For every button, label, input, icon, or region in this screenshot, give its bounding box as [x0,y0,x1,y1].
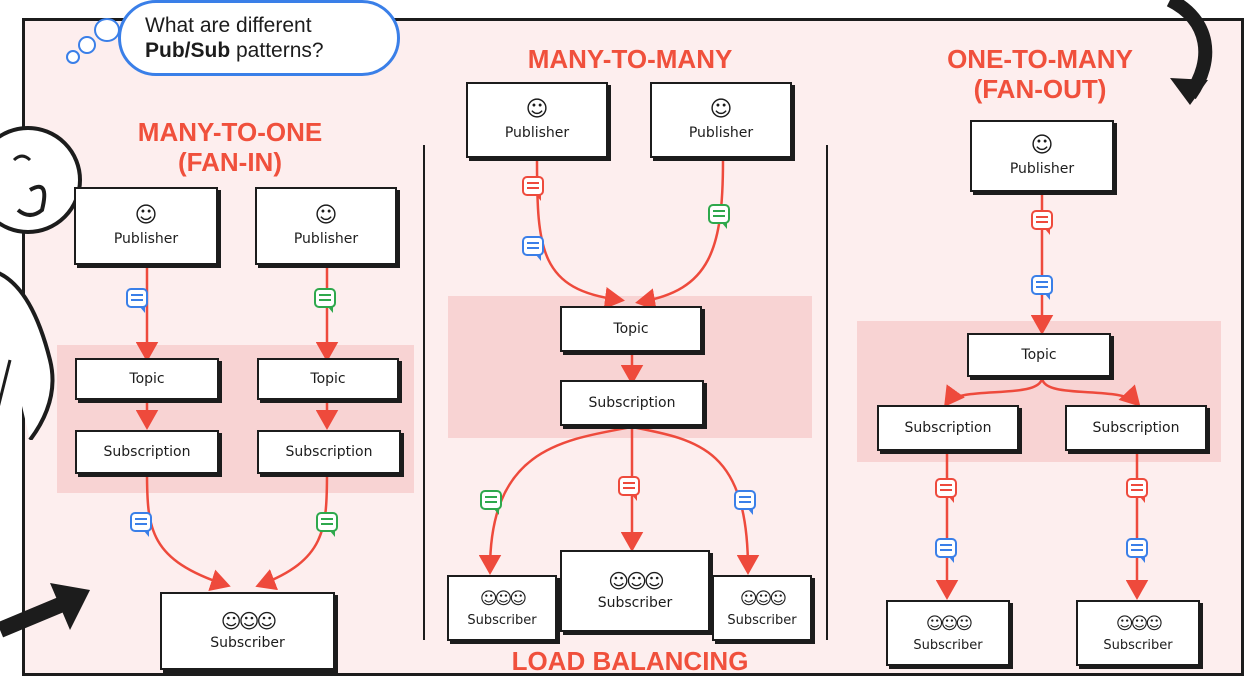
subscription-label: Subscription [588,395,676,411]
subscription-box: Subscription [75,430,219,474]
message-icon [1126,478,1148,503]
divider-left [423,145,425,640]
subscriber-box: ☺☺☺ Subscriber [886,600,1010,666]
message-icon [618,476,640,501]
subscriber-label: Subscriber [727,612,797,628]
face-icon: ☺ [134,203,158,228]
message-icon [522,176,544,201]
subscriber-label: Subscriber [597,595,673,611]
face-icon: ☺ [314,203,338,228]
publisher-box: ☺ Publisher [74,187,218,265]
group-faces-icon: ☺☺☺ [1115,613,1163,634]
fan-out-title: (FAN-OUT) [973,74,1107,104]
topic-box: Topic [967,333,1111,377]
subscription-label: Subscription [285,444,373,460]
topic-label: Topic [310,371,346,387]
message-icon [1031,275,1053,300]
question-bold: Pub/Sub [145,39,231,62]
topic-label: Topic [129,371,165,387]
message-icon [480,490,502,515]
subscriber-box: ☺☺☺ Subscriber [712,575,812,641]
subscription-box: Subscription [877,405,1019,451]
subscriber-label: Subscriber [210,635,285,651]
question-line2: Pub/Sub patterns? [145,38,397,63]
thought-dot-large [94,18,120,42]
message-icon [734,490,756,515]
subscriber-label: Subscriber [467,612,537,628]
group-faces-icon: ☺☺☺ [608,569,665,593]
section-title-many-to-many: MANY-TO-MANY [527,44,733,74]
thought-dot-small [66,50,80,64]
group-faces-icon: ☺☺☺ [220,609,278,633]
group-faces-icon: ☺☺☺ [739,588,787,609]
message-icon [708,204,730,229]
question-bubble: What are different Pub/Sub patterns? [118,0,400,76]
topic-box: Topic [560,306,702,352]
topic-label: Topic [1021,347,1057,363]
message-icon [126,288,148,313]
divider-right [826,145,828,640]
message-icon [316,512,338,537]
message-icon [314,288,336,313]
message-icon [1126,538,1148,563]
group-faces-icon: ☺☺☺ [925,613,973,634]
subscriber-box: ☺☺☺ Subscriber [560,550,710,632]
message-icon [1031,210,1053,235]
publisher-box: ☺ Publisher [255,187,397,265]
message-icon [935,538,957,563]
thought-dot-medium [78,36,96,54]
many-to-one-title: MANY-TO-ONE [137,117,323,147]
fan-in-title: (FAN-IN) [178,147,282,177]
subscriber-box: ☺☺☺ Subscriber [1076,600,1200,666]
face-icon: ☺ [525,97,549,122]
subscriber-label: Subscriber [1103,637,1173,653]
subscription-box: Subscription [560,380,704,426]
publisher-label: Publisher [293,231,359,247]
publisher-box: ☺ Publisher [970,120,1114,192]
subscription-label: Subscription [904,420,992,436]
publisher-label: Publisher [1009,161,1075,177]
subscriber-label: Subscriber [913,637,983,653]
question-rest: patterns? [230,39,324,62]
subscription-box: Subscription [1065,405,1207,451]
message-icon [522,236,544,261]
publisher-label: Publisher [113,231,179,247]
topic-label: Topic [613,321,649,337]
publisher-label: Publisher [504,125,570,141]
section-title-many-to-one: MANY-TO-ONE (FAN-IN) [95,117,365,177]
message-icon [130,512,152,537]
topic-box: Topic [257,358,399,400]
publisher-box: ☺ Publisher [466,82,608,158]
topic-box: Topic [75,358,219,400]
subscriber-box: ☺☺☺ Subscriber [160,592,335,670]
group-faces-icon: ☺☺☺ [479,588,527,609]
publisher-box: ☺ Publisher [650,82,792,158]
section-title-one-to-many: ONE-TO-MANY (FAN-OUT) [905,44,1175,104]
subscription-box: Subscription [257,430,401,474]
face-icon: ☺ [709,97,733,122]
message-icon [935,478,957,503]
question-line1: What are different [145,14,312,37]
load-balancing-title: LOAD BALANCING [511,646,749,676]
subscriber-box: ☺☺☺ Subscriber [447,575,557,641]
subscription-label: Subscription [103,444,191,460]
curved-arrow-icon [1166,0,1213,105]
pointing-arrow-icon [0,583,90,638]
thinking-person-icon [0,126,82,440]
publisher-label: Publisher [688,125,754,141]
one-to-many-title: ONE-TO-MANY [947,44,1133,74]
face-icon: ☺ [1030,133,1054,158]
subscription-label: Subscription [1092,420,1180,436]
